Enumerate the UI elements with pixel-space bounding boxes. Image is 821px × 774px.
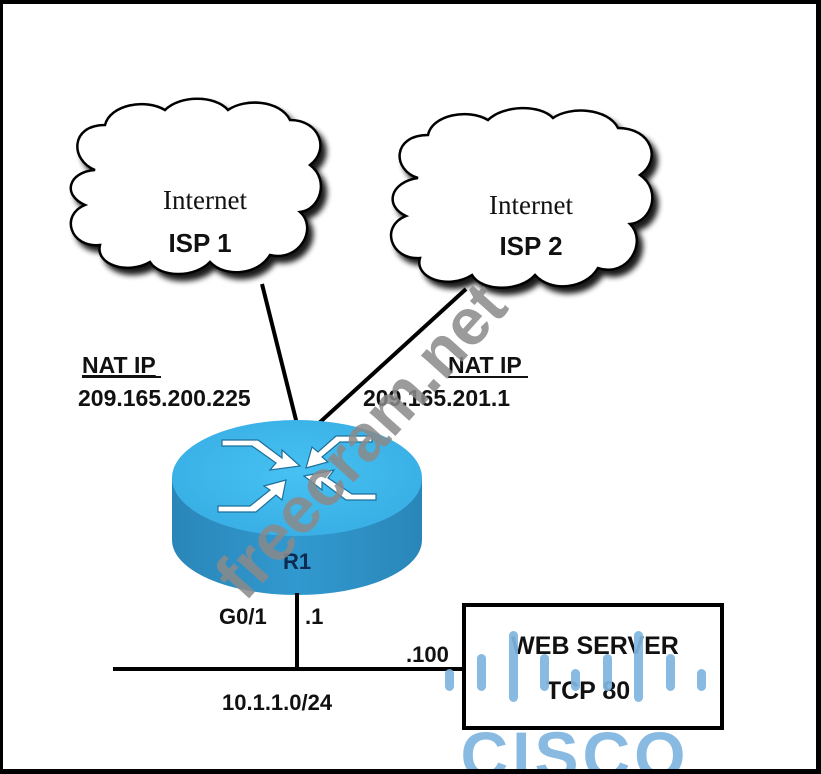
router-interface-label: G0/1 [219, 604, 267, 629]
web-server-box [462, 603, 724, 730]
cloud-icon [389, 106, 654, 289]
cloud-isp1-label: ISP 1 [168, 228, 231, 258]
nat-ip-right-address: 209.165.201.1 [363, 385, 510, 411]
web-server-title: WEB SERVER [511, 632, 679, 660]
nat-ip-left-address: 209.165.200.225 [78, 385, 251, 411]
lan-subnet-label: 10.1.1.0/24 [222, 690, 333, 715]
cloud-isp2-title: Internet [489, 190, 573, 220]
cloud-isp2 [389, 106, 654, 289]
cisco-bars-icon [445, 631, 706, 702]
link-isp1-r1 [260, 283, 299, 425]
cloud-isp1-title: Internet [163, 185, 247, 215]
router-r1: R1 [172, 420, 422, 595]
cisco-logo-text: CISCO [460, 718, 689, 774]
link-isp2-r1 [316, 287, 468, 426]
cloud-isp1 [69, 97, 322, 276]
router-name: R1 [283, 549, 311, 574]
cloud-icon [69, 97, 322, 276]
cisco-logo-watermark: CISCO [445, 631, 706, 774]
router-interface-host: .1 [305, 604, 323, 629]
web-server-port: TCP 80 [546, 677, 630, 705]
nat-ip-left-label: NAT IP [82, 352, 156, 378]
nat-ip-right-label: NAT IP [448, 352, 522, 378]
router-arrows-icon [217, 435, 377, 513]
cloud-isp2-label: ISP 2 [499, 231, 562, 261]
server-host-label: .100 [406, 642, 449, 667]
